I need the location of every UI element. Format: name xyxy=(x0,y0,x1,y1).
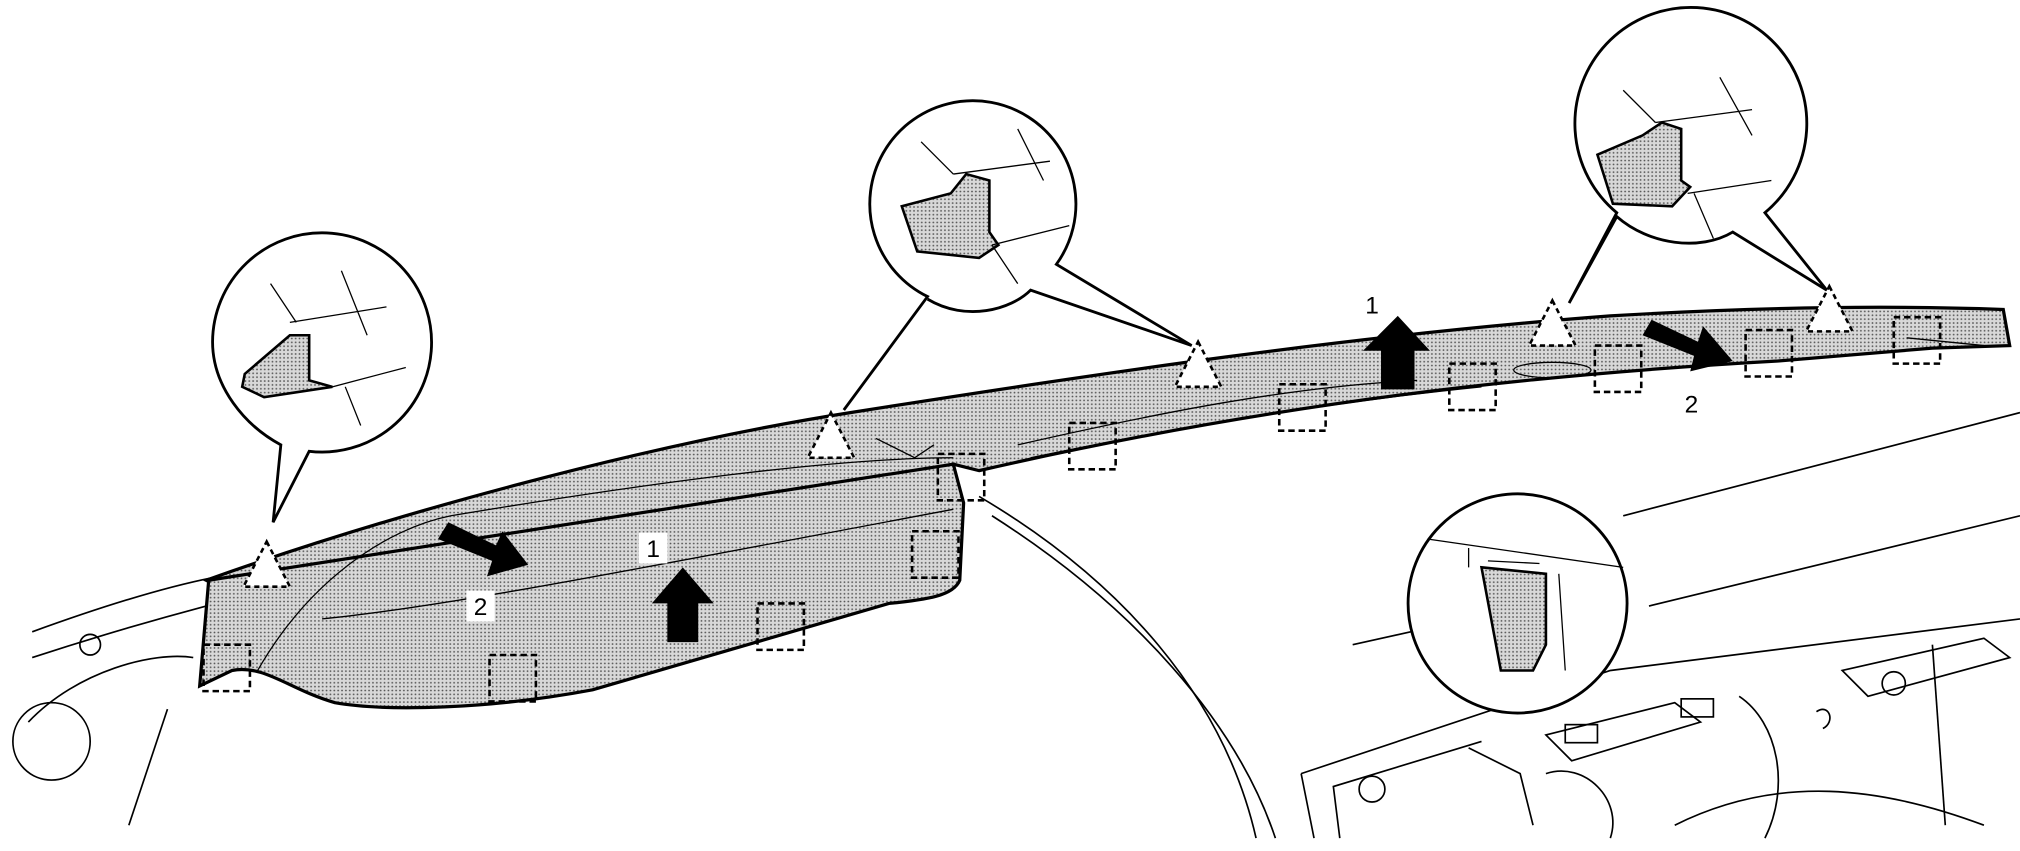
claw-square-icon xyxy=(1744,328,1794,378)
claw-square-icon xyxy=(1067,421,1117,471)
clip-triangle-icon xyxy=(805,409,857,460)
claw-square-icon xyxy=(1593,344,1643,394)
claw-square-icon xyxy=(1892,315,1942,365)
step-label-box xyxy=(466,590,495,622)
step-label-box xyxy=(638,532,668,564)
detail-callout-clip xyxy=(1406,492,1629,715)
clip-triangles xyxy=(241,283,1855,588)
detail-callout-right xyxy=(1567,6,1828,304)
claw-square-icon xyxy=(202,643,252,693)
claw-square-icon xyxy=(1277,382,1327,432)
clip-triangle-icon xyxy=(1172,338,1224,389)
step-label-2-lower: 2 xyxy=(474,594,488,621)
down-right-arrow-icon xyxy=(438,522,529,577)
vehicle-background-lines xyxy=(12,411,2020,839)
claw-square-icon xyxy=(756,602,806,652)
detail-callout-left xyxy=(211,231,433,523)
detail-callout-middle xyxy=(842,99,1193,411)
side-garnish-panel xyxy=(197,462,966,710)
step-label-1-lower: 1 xyxy=(646,536,660,563)
claw-squares xyxy=(202,315,1942,703)
step-label-1-upper: 1 xyxy=(1365,292,1379,319)
up-arrow-icon xyxy=(651,567,714,643)
claw-square-icon xyxy=(488,653,538,703)
down-right-arrow-icon xyxy=(1642,319,1733,372)
step-label-2-upper: 2 xyxy=(1685,392,1699,419)
clip-triangle-icon xyxy=(1527,297,1578,347)
claw-square-icon xyxy=(1448,362,1497,412)
clip-triangle-icon xyxy=(1804,283,1855,333)
claw-square-icon xyxy=(936,452,986,502)
panel-contour-lines xyxy=(257,337,1984,671)
claw-square-icon xyxy=(910,529,960,579)
up-arrow-icon xyxy=(1362,315,1430,390)
clip-triangle-icon xyxy=(241,538,292,588)
